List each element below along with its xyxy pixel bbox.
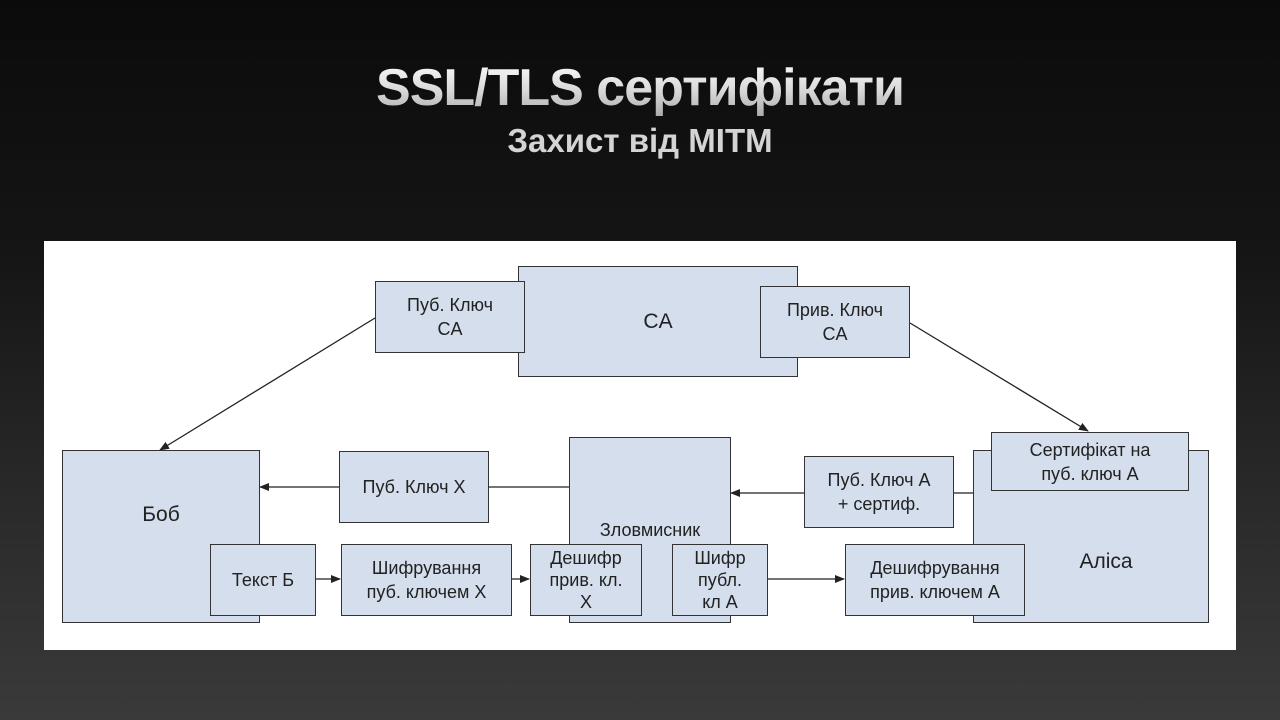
ca-box: CA [518,266,798,377]
decrypt-priv-x-box: Дешифр прив. кл. Х [530,544,642,616]
text-b-box: Текст Б [210,544,316,616]
pub-key-x-box: Пуб. Ключ Х [339,451,489,523]
ca-pub-key-box: Пуб. Ключ CA [375,281,525,353]
slide-title: SSL/TLS сертифікати [0,58,1280,118]
encrypt-pub-a-box: Шифр публ. кл А [672,544,768,616]
ca-priv-key-box: Прив. Ключ CA [760,286,910,358]
arrow-ca-to-alice-cert [909,322,1089,432]
decrypt-priv-a-box: Дешифрування прив. ключем А [845,544,1025,616]
diagram-arrows [159,317,1089,583]
encrypt-pub-x-box: Шифрування пуб. ключем Х [341,544,512,616]
pub-key-a-cert-box: Пуб. Ключ А + сертиф. [804,456,954,528]
arrow-ca-to-bob [159,317,376,451]
cert-a-box: Сертифікат на пуб. ключ А [991,432,1189,491]
diagram-panel: CA Пуб. Ключ CA Прив. Ключ CA Боб Зловми… [44,241,1236,650]
slide-subtitle: Захист від MITM [507,122,773,159]
